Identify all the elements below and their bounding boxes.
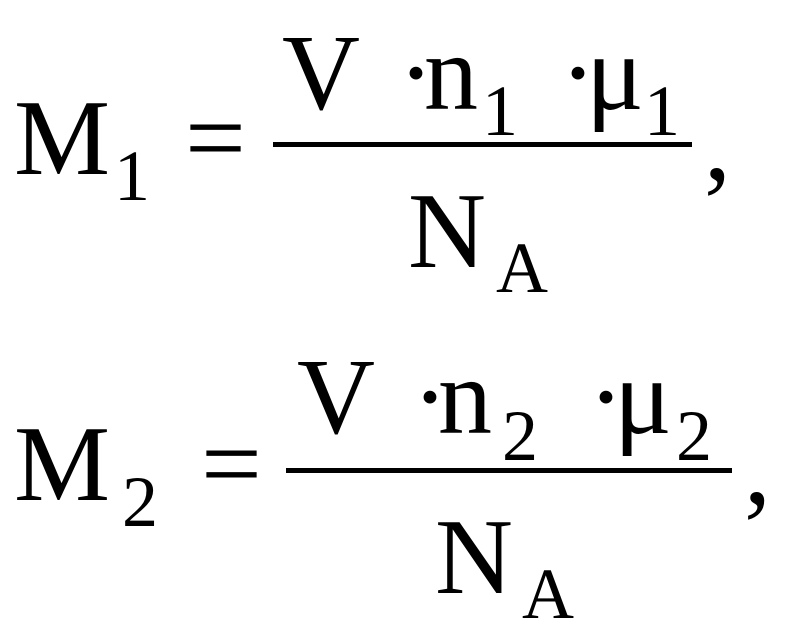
numerator-n: n: [438, 338, 492, 457]
denominator-subscript: A: [496, 228, 548, 308]
fraction-bar: [286, 468, 732, 473]
comma: ,: [744, 408, 771, 527]
numerator-n: n: [424, 14, 478, 133]
numerator-dot: ·: [588, 338, 624, 457]
equation-1: M 1 = V · n 1 · μ 1 N A ,: [0, 0, 792, 316]
numerator-mu-subscript: 1: [644, 71, 680, 151]
equals-sign: =: [185, 79, 246, 198]
lhs-symbol: M: [14, 79, 111, 198]
denominator-symbol: N: [408, 172, 486, 291]
lhs-subscript: 1: [114, 136, 150, 216]
numerator-v: V: [297, 338, 375, 457]
numerator-mu-subscript: 2: [676, 396, 712, 476]
numerator-dot: ·: [560, 14, 596, 133]
numerator-v: V: [282, 14, 360, 133]
numerator-n-subscript: 1: [482, 71, 518, 151]
equals-sign: =: [201, 405, 262, 524]
comma: ,: [704, 84, 731, 203]
lhs-subscript: 2: [122, 462, 158, 542]
denominator-symbol: N: [435, 498, 513, 617]
lhs-symbol: M: [14, 405, 111, 524]
denominator-subscript: A: [522, 554, 574, 634]
fraction-bar: [273, 142, 692, 147]
numerator-dot: ·: [398, 14, 434, 133]
equation-2: M 2 = V · n 2 · μ 2 N A ,: [0, 316, 792, 632]
numerator-mu: μ: [586, 14, 644, 133]
numerator-n-subscript: 2: [502, 396, 538, 476]
numerator-mu: μ: [614, 338, 672, 457]
numerator-dot: ·: [412, 338, 448, 457]
